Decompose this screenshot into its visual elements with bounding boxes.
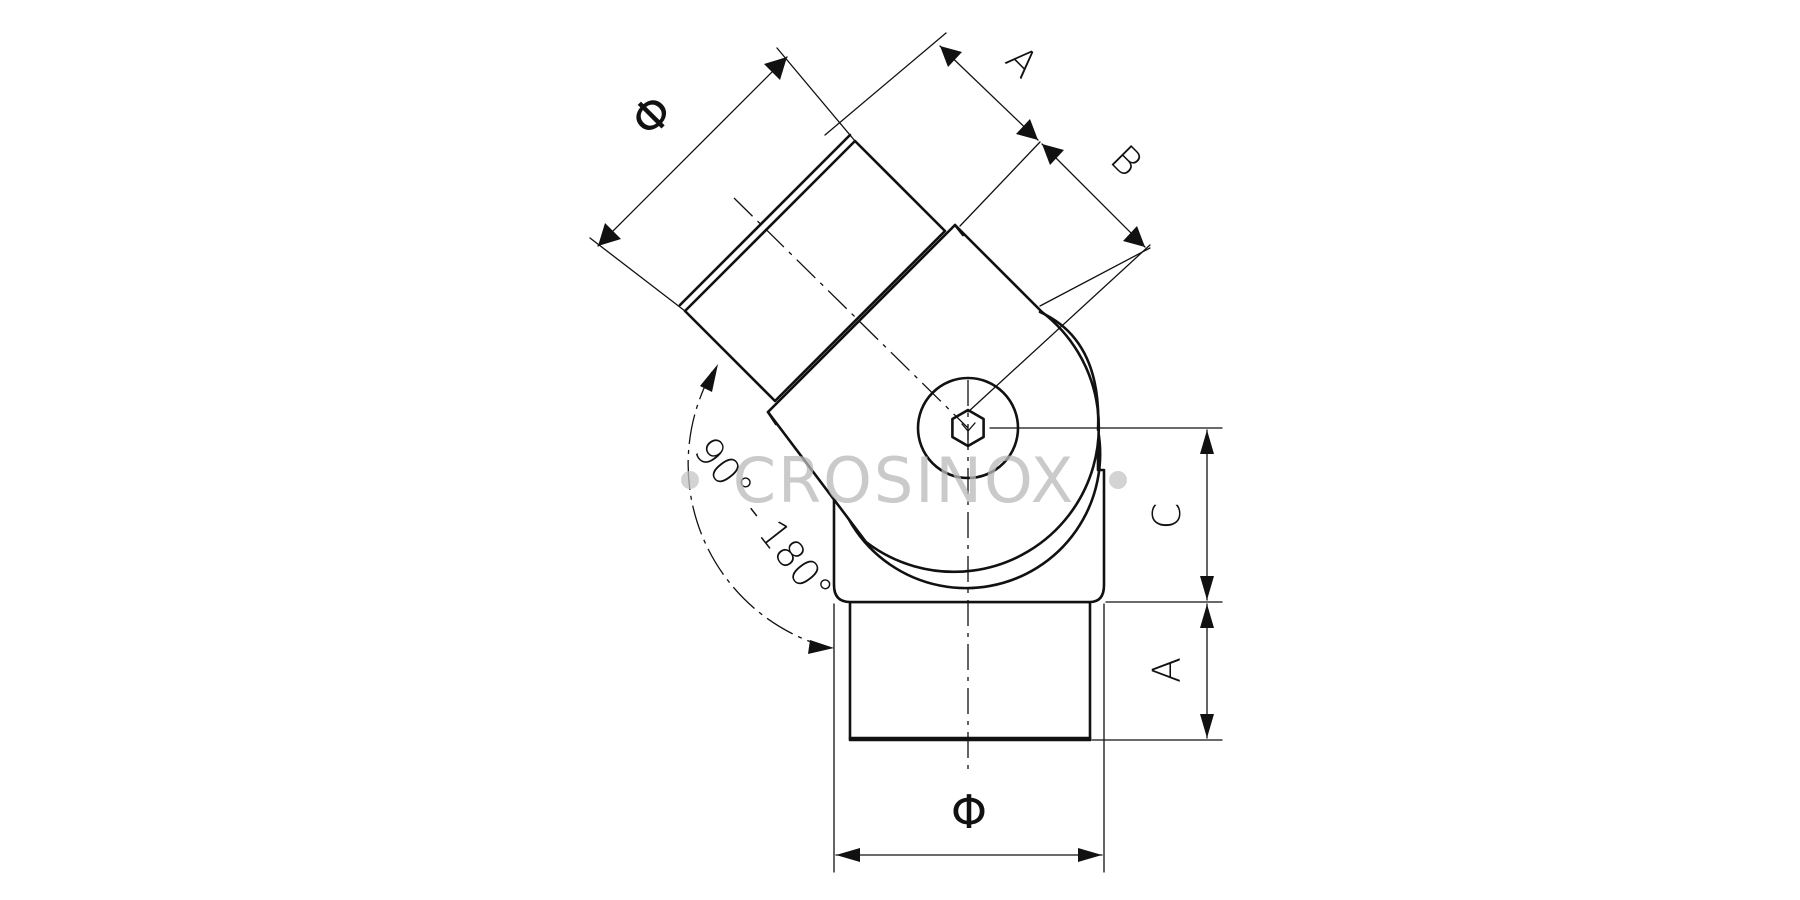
extension-line bbox=[776, 47, 856, 142]
upper-centerline bbox=[733, 197, 969, 429]
hinge-arm-step bbox=[953, 223, 965, 237]
extension-line bbox=[589, 237, 686, 312]
crosinox-watermark-logo: CROSINOX bbox=[681, 444, 1127, 517]
label-lower-A: A bbox=[1145, 657, 1189, 683]
watermark-dot bbox=[681, 471, 699, 489]
arrow bbox=[1200, 604, 1214, 628]
hinge-arm-step bbox=[766, 410, 778, 426]
dim-line-upper-diameter bbox=[597, 56, 788, 247]
dim-line-upper-A bbox=[939, 45, 1039, 141]
upper-spigot bbox=[683, 139, 947, 403]
arrow bbox=[940, 46, 962, 67]
knuckle-curve bbox=[1038, 310, 1100, 432]
lower-spigot bbox=[848, 600, 1092, 742]
extension-line bbox=[1039, 247, 1151, 307]
label-upper-B: B bbox=[1102, 136, 1151, 185]
upper-spigot-edge bbox=[678, 133, 852, 307]
arrow bbox=[764, 57, 787, 80]
arrow bbox=[1042, 144, 1064, 165]
label-upper-A: A bbox=[997, 37, 1046, 86]
arrow bbox=[1200, 430, 1214, 454]
watermark-text: CROSINOX bbox=[733, 444, 1076, 517]
arrow bbox=[598, 223, 621, 246]
arrow bbox=[808, 640, 834, 654]
hinge-body-lower bbox=[832, 428, 1106, 604]
extension-line bbox=[959, 141, 1041, 227]
label-C: C bbox=[1145, 503, 1189, 530]
arrow bbox=[700, 364, 718, 392]
arrow bbox=[1016, 119, 1038, 140]
extension-line bbox=[824, 32, 947, 136]
angle-arc bbox=[687, 371, 831, 649]
arrow bbox=[1200, 714, 1214, 738]
arrow bbox=[1200, 576, 1214, 600]
arrow bbox=[1078, 848, 1102, 862]
label-upper-diameter: Φ bbox=[620, 84, 684, 148]
arrow bbox=[1123, 226, 1145, 247]
dim-line-upper-B bbox=[1041, 143, 1146, 248]
watermark-dot bbox=[1109, 471, 1127, 489]
label-lower-diameter: Φ bbox=[951, 785, 987, 839]
extension-line bbox=[967, 244, 1151, 413]
arrow bbox=[836, 848, 860, 862]
